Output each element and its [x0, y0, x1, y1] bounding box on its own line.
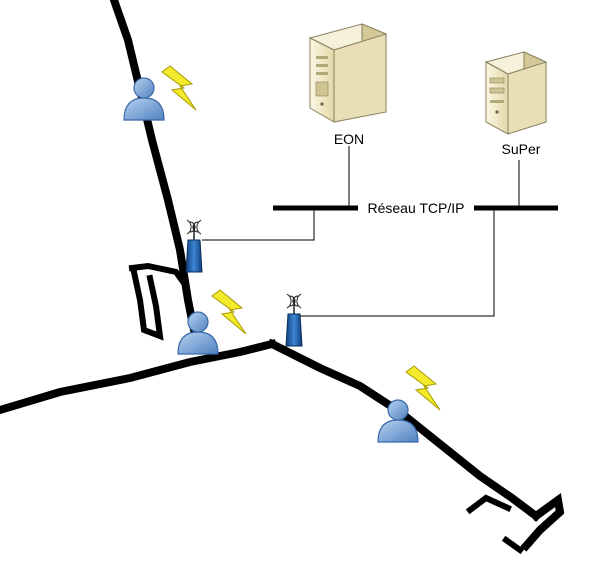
backbone-label: Réseau TCP/IP: [367, 200, 464, 216]
road-spur-southeast-b: [520, 492, 565, 552]
road-spur-loop: [130, 268, 164, 341]
user-icon: [123, 77, 165, 121]
road-network: [0, 0, 565, 555]
wireless-access-point-icon: [285, 293, 303, 347]
tcpip-backbone: Réseau TCP/IP: [202, 146, 558, 317]
server-icon: [484, 51, 548, 135]
road-west: [0, 339, 277, 415]
user-icon: [177, 311, 219, 355]
road-spur-southeast-c: [501, 535, 525, 555]
lightning-icon: [405, 365, 441, 411]
road-spur-southeast-a: [465, 494, 512, 515]
tower-server-icon: [308, 23, 388, 123]
server-eon[interactable]: EON: [308, 23, 388, 147]
access-point-1[interactable]: [185, 219, 203, 273]
server-eon-label: EON: [334, 131, 364, 147]
road-southeast: [266, 338, 542, 522]
road-spur-north-side: [128, 262, 191, 291]
wireless-access-point-icon: [185, 219, 203, 273]
road-north: [109, 0, 201, 345]
ap2-link: [300, 208, 495, 317]
lightning-icon: [161, 65, 197, 111]
access-point-2[interactable]: [285, 293, 303, 347]
server-super-label: SuPer: [502, 141, 541, 157]
server-super[interactable]: SuPer: [484, 51, 548, 157]
lightning-icon: [211, 289, 247, 335]
ap1-link: [202, 208, 315, 241]
